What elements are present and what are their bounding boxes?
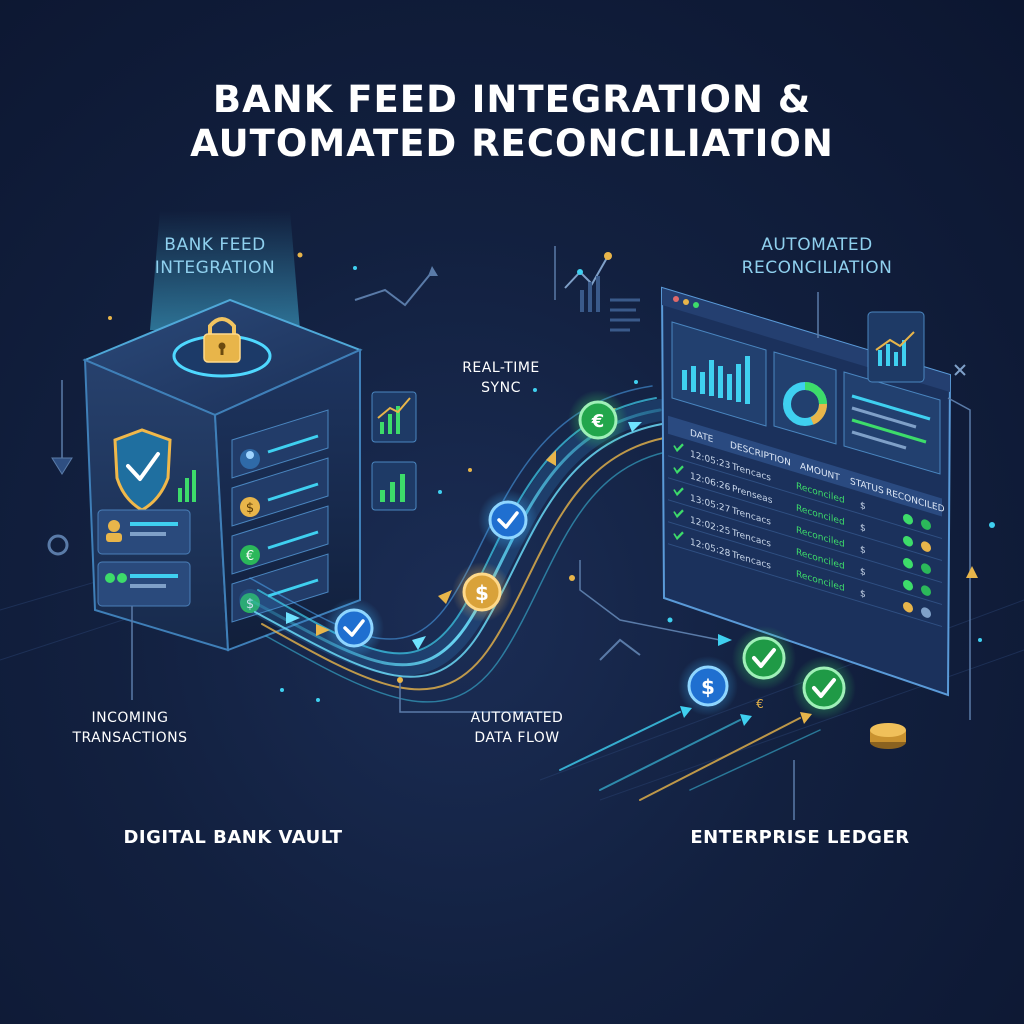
automated-data-flow-label: AUTOMATED DATA FLOW: [452, 708, 582, 748]
checkmark-icon: [497, 511, 519, 529]
ledger-arrows: [680, 706, 752, 726]
row-status: $: [860, 544, 866, 557]
flow-check-coin: [324, 598, 384, 658]
ledger-check-coin-2: [792, 656, 856, 720]
page-title-line-1: BANK FEED INTEGRATION &: [212, 78, 812, 121]
incoming-label-line-2: TRANSACTIONS: [72, 730, 188, 746]
flow-check-coin-2: [478, 490, 538, 550]
drawer-dollar-icon: $: [246, 501, 254, 516]
drawer-euro-icon: €: [246, 549, 254, 564]
connector-lines: [61, 246, 971, 820]
dollar-coin-icon: $: [475, 581, 489, 605]
ring-decoration: [47, 534, 69, 556]
dataflow-label-line-2: DATA FLOW: [474, 730, 560, 746]
incoming-label-line-1: INCOMING: [91, 710, 169, 726]
enterprise-ledger: DATE DESCRIPTION AMOUNT STATUS RECONCILE…: [660, 286, 952, 697]
row-status: $: [860, 500, 866, 513]
automated-reconciliation-label: AUTOMATED RECONCILIATION: [722, 234, 912, 280]
enterprise-ledger-label: ENTERPRISE LEDGER: [690, 827, 910, 848]
floating-chart-card-right: [867, 311, 925, 383]
vault-drawers: $ € $: [231, 409, 329, 623]
row-status: $: [860, 566, 866, 579]
light-beam: [150, 210, 300, 330]
bank-feed-integration-label: BANK FEED INTEGRATION: [130, 234, 300, 280]
gold-coin-stack: [870, 723, 906, 749]
vault-user-card: [97, 509, 191, 555]
bank-feed-label-line-2: INTEGRATION: [154, 258, 276, 278]
floating-chart-card: [371, 461, 417, 511]
ledger-bar-chart-card: [671, 321, 767, 427]
page-title-line-2: AUTOMATED RECONCILIATION: [190, 122, 834, 165]
euro-coin-icon: €: [591, 411, 605, 432]
vault-user-card: [97, 561, 191, 607]
real-time-sync-label: REAL-TIME SYNC: [446, 358, 556, 398]
bank-feed-label-line-1: BANK FEED: [164, 235, 266, 255]
realtime-label-line-2: SYNC: [481, 380, 521, 396]
sparkles: [108, 252, 995, 702]
floating-line-chart: [564, 252, 640, 332]
dataflow-label-line-1: AUTOMATED: [470, 710, 564, 726]
checkmark-icon: [752, 648, 776, 668]
donut-chart-icon: [773, 351, 837, 445]
drawer-dollar-icon-2: $: [246, 597, 254, 612]
close-icon: [954, 364, 966, 376]
floating-chart-card: [371, 391, 417, 443]
incoming-transactions-label: INCOMING TRANSACTIONS: [52, 708, 208, 748]
checkmark-icon: [343, 619, 365, 637]
ledger-summary-card: [843, 371, 941, 475]
vault-bar-chart-icon: [178, 470, 196, 502]
trend-arrow-icon: [354, 271, 433, 307]
auto-recon-label-line-2: RECONCILIATION: [741, 258, 893, 278]
flow-euro-coin: €: [568, 390, 628, 450]
table-header-bar: [668, 415, 942, 517]
small-euro-icon: €: [756, 697, 764, 711]
padlock-icon: [203, 317, 241, 363]
checkmark-icon: [812, 678, 836, 698]
realtime-label-line-1: REAL-TIME: [462, 360, 540, 376]
row-status: $: [860, 588, 866, 601]
ledger-check-coin: [732, 626, 796, 690]
digital-bank-vault-label: DIGITAL BANK VAULT: [123, 827, 343, 848]
ledger-streaks: [559, 711, 821, 801]
digital-bank-vault: $ € $: [82, 298, 363, 652]
auto-recon-label-line-1: AUTOMATED: [761, 235, 873, 255]
row-status: $: [860, 522, 866, 535]
dollar-coin-icon-2: $: [701, 675, 715, 699]
flow-dollar-coin: $: [452, 562, 512, 622]
ledger-dollar-coin: $: [678, 656, 738, 716]
